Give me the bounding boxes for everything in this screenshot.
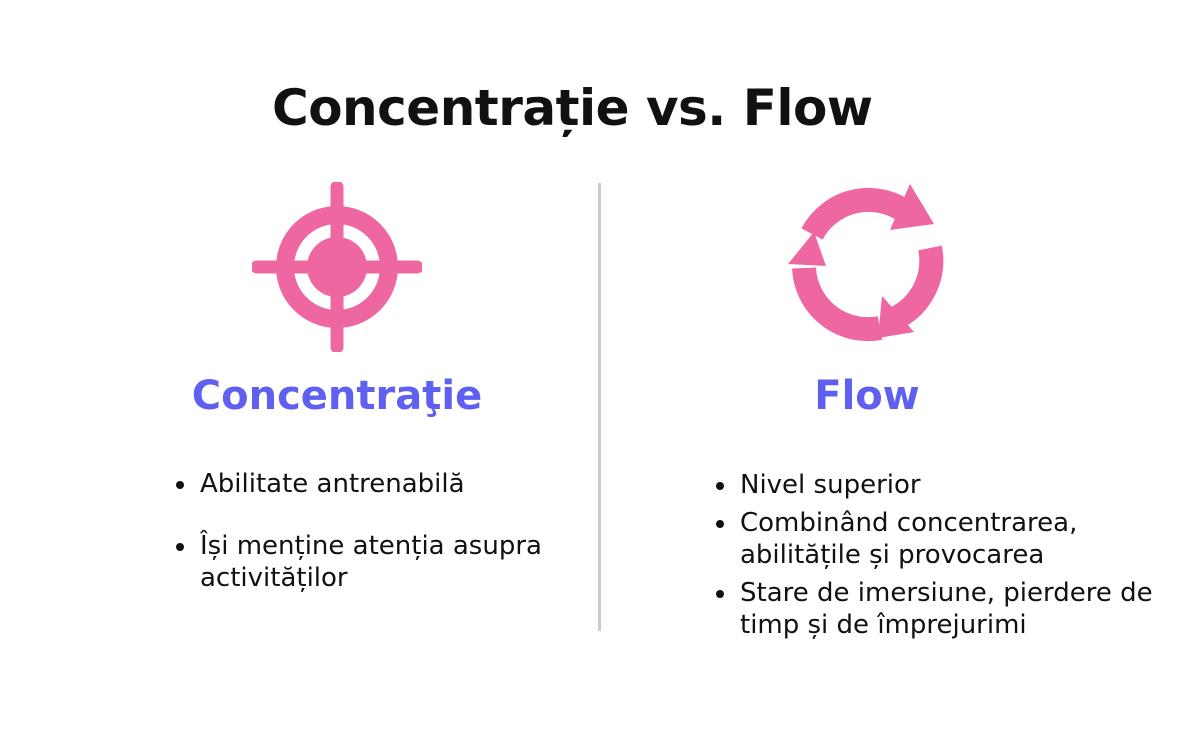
concentration-bullet-list: Abilitate antrenabilă Își menține atenți… <box>172 468 572 624</box>
list-item: Își menține atenția asupra activităților <box>172 530 572 594</box>
cycle-arrows-icon <box>788 184 944 342</box>
list-item: Nivel superior <box>712 469 1192 501</box>
page-title: Concentrație vs. Flow <box>272 79 873 137</box>
concentration-heading: Concentraţie <box>191 373 483 419</box>
flow-heading: Flow <box>814 373 920 419</box>
list-item: Combinând concentrarea, abilitățile și p… <box>712 507 1192 571</box>
target-icon <box>252 182 422 352</box>
flow-bullet-list: Nivel superior Combinând concentrarea, a… <box>712 469 1192 647</box>
column-divider <box>598 183 601 631</box>
list-item: Abilitate antrenabilă <box>172 468 572 500</box>
list-item: Stare de imersiune, pierdere de timp și … <box>712 577 1192 641</box>
